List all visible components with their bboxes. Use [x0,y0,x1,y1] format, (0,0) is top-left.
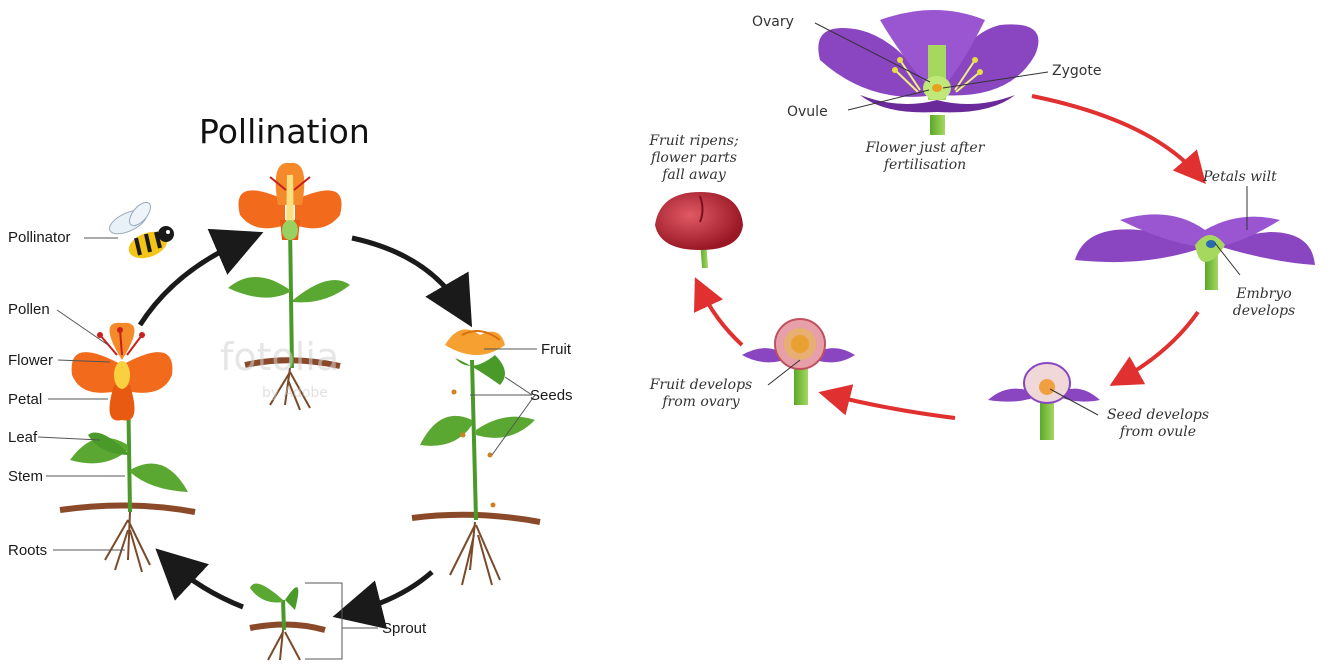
ripe-fruit [655,192,743,268]
caption-fruit-develops: Fruit develops from ovary [635,377,767,411]
label-ovule: Ovule [787,104,828,121]
caption-ripens-line1: Fruit ripens; [636,133,752,150]
label-zygote: Zygote [1052,63,1101,80]
label-sprout: Sprout [382,620,426,637]
label-pollinator: Pollinator [8,229,71,246]
caption-seed-line2: from ovule [1094,424,1222,441]
label-petal: Petal [8,391,42,408]
wilting-flower [1075,214,1315,290]
red-arrow-4 [700,288,742,345]
label-fruit: Fruit [541,341,571,358]
caption-fruit-dev-line2: from ovary [635,394,767,411]
cycle-arrow-4 [170,562,243,607]
watermark: fotolia [220,335,339,379]
caption-fruit-dev-line1: Fruit develops [635,377,767,394]
caption-seed-develops: Seed develops from ovule [1094,407,1222,441]
fruiting-plant [412,329,540,585]
pollination-flower [60,323,195,572]
caption-ripens-line2: flower parts [636,150,752,167]
cycle-arrow-3 [352,572,432,612]
label-roots: Roots [8,542,47,559]
caption-petals-wilt: Petals wilt [1203,169,1277,186]
seed-developing-flower [988,363,1100,440]
caption-ripens-line3: fall away [636,167,752,184]
fertilisation-cycle [655,10,1315,440]
pollination-cycle [38,163,540,660]
label-seeds: Seeds [530,387,573,404]
red-arrow-2 [1120,312,1198,380]
red-arrow-1 [1032,96,1198,175]
watermark-sub: by Adobe [262,385,328,401]
label-pollen: Pollen [8,301,50,318]
caption-embryo-line2: develops [1222,303,1306,320]
red-arrow-3 [830,395,955,418]
caption-flower-after-line2: fertilisation [855,157,995,174]
fertilised-flower [818,10,1038,135]
bee-icon [106,199,174,263]
label-ovary: Ovary [752,14,794,31]
pollination-title: Pollination [199,112,370,151]
sprout-plant [250,584,325,660]
label-leaf: Leaf [8,429,37,446]
caption-flower-after-line1: Flower just after [855,140,995,157]
caption-fruit-ripens: Fruit ripens; flower parts fall away [636,133,752,184]
caption-embryo-develops: Embryo develops [1222,286,1306,320]
caption-seed-line1: Seed develops [1094,407,1222,424]
caption-embryo-line1: Embryo [1222,286,1306,303]
caption-flower-after-fertilisation: Flower just after fertilisation [855,140,995,174]
label-stem: Stem [8,468,43,485]
label-flower: Flower [8,352,53,369]
cycle-arrow-2 [352,238,462,310]
